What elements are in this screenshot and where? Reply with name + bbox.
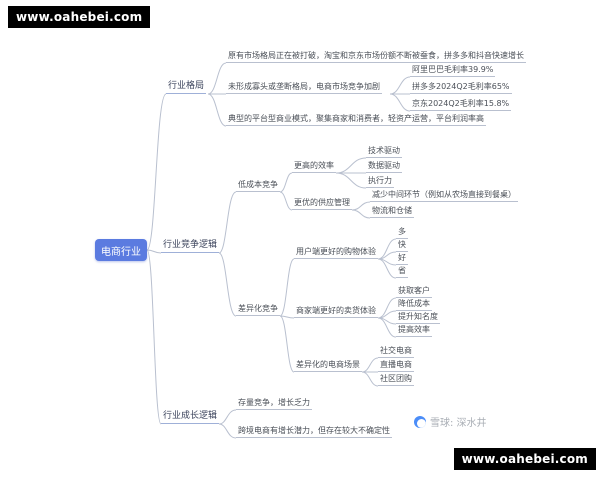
node-differentiated-scenarios: 差异化的电商场景 bbox=[294, 360, 362, 372]
node-differentiated-competition: 差异化竞争 bbox=[236, 304, 280, 316]
node-reduce-middlemen: 减少中间环节（例如从农场直接到餐桌） bbox=[370, 190, 518, 202]
node-community-group-buy: 社区团购 bbox=[378, 374, 414, 386]
node-higher-efficiency: 更高的效率 bbox=[292, 161, 336, 173]
node-social-ecommerce: 社交电商 bbox=[378, 346, 414, 358]
node-improve-efficiency: 提高效率 bbox=[396, 325, 432, 337]
branch-industry-landscape: 行业格局 bbox=[166, 81, 207, 94]
mindmap-root-node: 电商行业 bbox=[95, 239, 147, 261]
node-live-ecommerce: 直播电商 bbox=[378, 360, 414, 372]
node-jd-margin: 京东2024Q2毛利率15.8% bbox=[410, 99, 512, 111]
node-cross-border-growth: 跨境电商有增长潜力，但存在较大不确定性 bbox=[236, 426, 392, 438]
node-acquire-customers: 获取客户 bbox=[396, 286, 432, 298]
node-user-shopping-experience: 用户端更好的购物体验 bbox=[294, 247, 378, 259]
node-no-monopoly: 未形成寡头或垄断格局，电商市场竞争加剧 bbox=[226, 82, 382, 94]
node-tech-driven: 技术驱动 bbox=[366, 146, 402, 158]
node-reduce-cost: 降低成本 bbox=[396, 299, 432, 311]
node-more: 多 bbox=[396, 227, 408, 239]
node-platform-business-model: 典型的平台型商业模式，聚集商家和消费者，轻资产运营，平台利润率高 bbox=[226, 114, 486, 126]
node-fast: 快 bbox=[396, 240, 408, 252]
node-execution: 执行力 bbox=[366, 176, 394, 188]
branch-growth-logic: 行业成长逻辑 bbox=[161, 411, 220, 424]
node-alibaba-margin: 阿里巴巴毛利率39.9% bbox=[410, 65, 496, 77]
node-good: 好 bbox=[396, 253, 408, 265]
node-low-cost-competition: 低成本竞争 bbox=[236, 180, 280, 192]
watermark-bottom-right: www.oahebei.com bbox=[453, 448, 596, 470]
node-raise-awareness: 提升知名度 bbox=[396, 312, 440, 324]
node-stock-competition: 存量竞争，增长乏力 bbox=[236, 398, 312, 410]
xueqiu-watermark-label: 雪球: 深水井 bbox=[430, 418, 487, 429]
node-better-supply-management: 更优的供应管理 bbox=[292, 198, 352, 210]
branch-competition-logic: 行业竞争逻辑 bbox=[161, 240, 220, 253]
node-market-pattern-broken: 原有市场格局正在被打破，淘宝和京东市场份额不断被蚕食，拼多多和抖音快速增长 bbox=[226, 51, 526, 63]
node-logistics-warehousing: 物流和仓储 bbox=[370, 206, 414, 218]
node-pdd-margin: 拼多多2024Q2毛利率65% bbox=[410, 82, 512, 94]
node-merchant-selling-experience: 商家端更好的卖货体验 bbox=[294, 306, 378, 318]
xueqiu-watermark: 雪球: 深水井 bbox=[414, 414, 487, 429]
watermark-top-left: www.oahebei.com bbox=[8, 6, 151, 28]
node-save: 省 bbox=[396, 266, 408, 278]
node-data-driven: 数据驱动 bbox=[366, 161, 402, 173]
snowball-icon bbox=[414, 415, 426, 428]
